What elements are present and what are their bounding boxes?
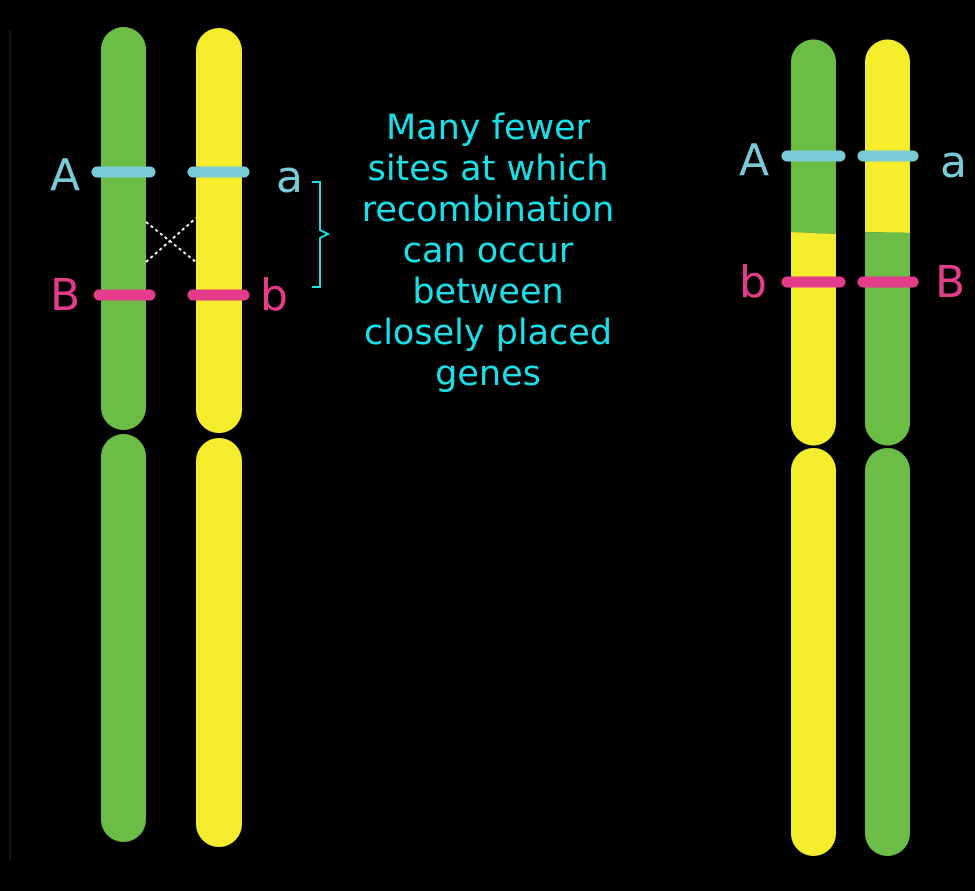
left-label-a: a [276, 152, 303, 203]
caption-line: can occur [402, 230, 574, 271]
right-chr2-lower-arm [865, 448, 910, 856]
caption: Many fewer sites at which recombination … [318, 108, 658, 395]
right-chr1-upper-green [791, 39, 836, 234]
caption-line: recombination [361, 189, 615, 230]
caption-line: sites at which [367, 148, 609, 189]
right-chr2-upper-green [865, 232, 910, 446]
right-label-A: A [739, 135, 769, 186]
right-chr1-upper-yellow [791, 232, 836, 446]
left-yellow-chromosome [196, 28, 242, 847]
left-label-A: A [50, 150, 80, 201]
left-yellow-lower-arm [196, 438, 242, 847]
right-label-a: a [940, 137, 967, 188]
right-chr1-lower-arm [791, 448, 836, 856]
left-yellow-upper-arm [196, 28, 242, 433]
left-label-B: B [50, 270, 80, 321]
left-green-lower-arm [101, 434, 146, 842]
caption-line: between [412, 271, 564, 312]
right-chr2-upper-yellow [865, 39, 910, 233]
caption-line: closely placed [363, 312, 613, 353]
left-green-chromosome [101, 27, 146, 842]
right-label-B: B [935, 257, 965, 308]
right-recombinant-chromosome-1 [791, 39, 836, 856]
right-label-b: b [739, 257, 767, 308]
left-green-upper-arm [101, 27, 146, 430]
caption-line: genes [435, 353, 541, 394]
right-recombinant-chromosome-2 [865, 39, 910, 856]
crossover-x-icon [145, 217, 197, 263]
caption-line: Many fewer [385, 108, 591, 148]
left-label-b: b [260, 270, 288, 321]
bracket-icon [312, 181, 331, 288]
